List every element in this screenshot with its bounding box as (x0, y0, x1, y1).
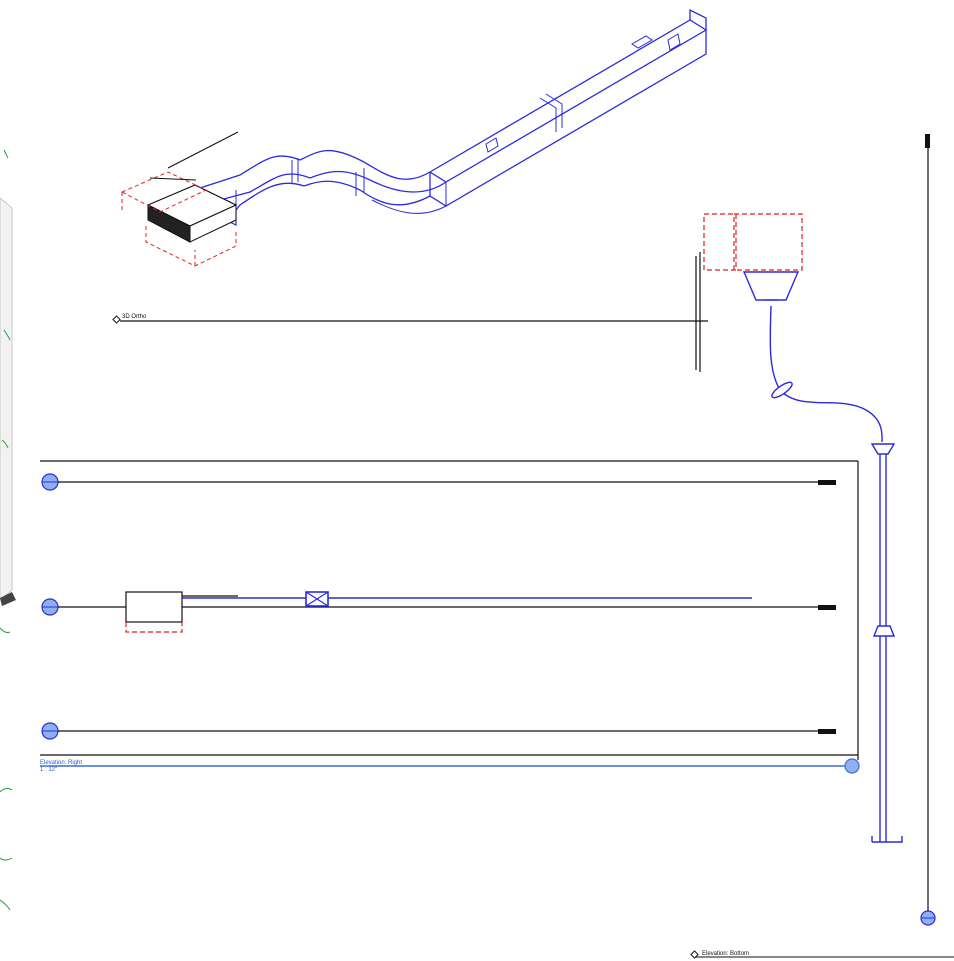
level-head-icon[interactable] (112, 315, 121, 324)
elevation-right-line[interactable]: Elevation: Right 1 : 12" (40, 758, 860, 774)
level-line-3[interactable] (41, 722, 836, 740)
air-handler-unit[interactable] (703, 213, 803, 301)
equipment-box-3d[interactable] (120, 131, 239, 267)
elevation-handle-icon[interactable] (844, 758, 860, 774)
elevation-right-label: Elevation: Right (40, 760, 82, 766)
level-line-1[interactable] (41, 473, 836, 491)
duct-run-3d[interactable] (194, 8, 708, 226)
level-line-2[interactable] (41, 598, 836, 616)
elevation-head-icon[interactable] (690, 950, 699, 959)
plan-equipment[interactable] (125, 591, 238, 633)
elevation-right-scale: 1 : 12" (40, 767, 57, 773)
elevation-bottom-label: Elevation: Bottom (702, 951, 749, 957)
level-3d-ortho[interactable]: 3D Ortho (112, 252, 708, 372)
vertical-duct[interactable] (870, 443, 903, 843)
level-label-3d-ortho: 3D Ortho (122, 314, 147, 320)
plan-frame (40, 460, 859, 760)
flex-duct[interactable] (769, 305, 883, 443)
grid-line-right[interactable] (920, 134, 936, 926)
plan-duct[interactable] (182, 591, 752, 607)
elevation-bottom-tag[interactable]: Elevation: Bottom (690, 950, 954, 959)
left-3d-panel (0, 149, 16, 911)
